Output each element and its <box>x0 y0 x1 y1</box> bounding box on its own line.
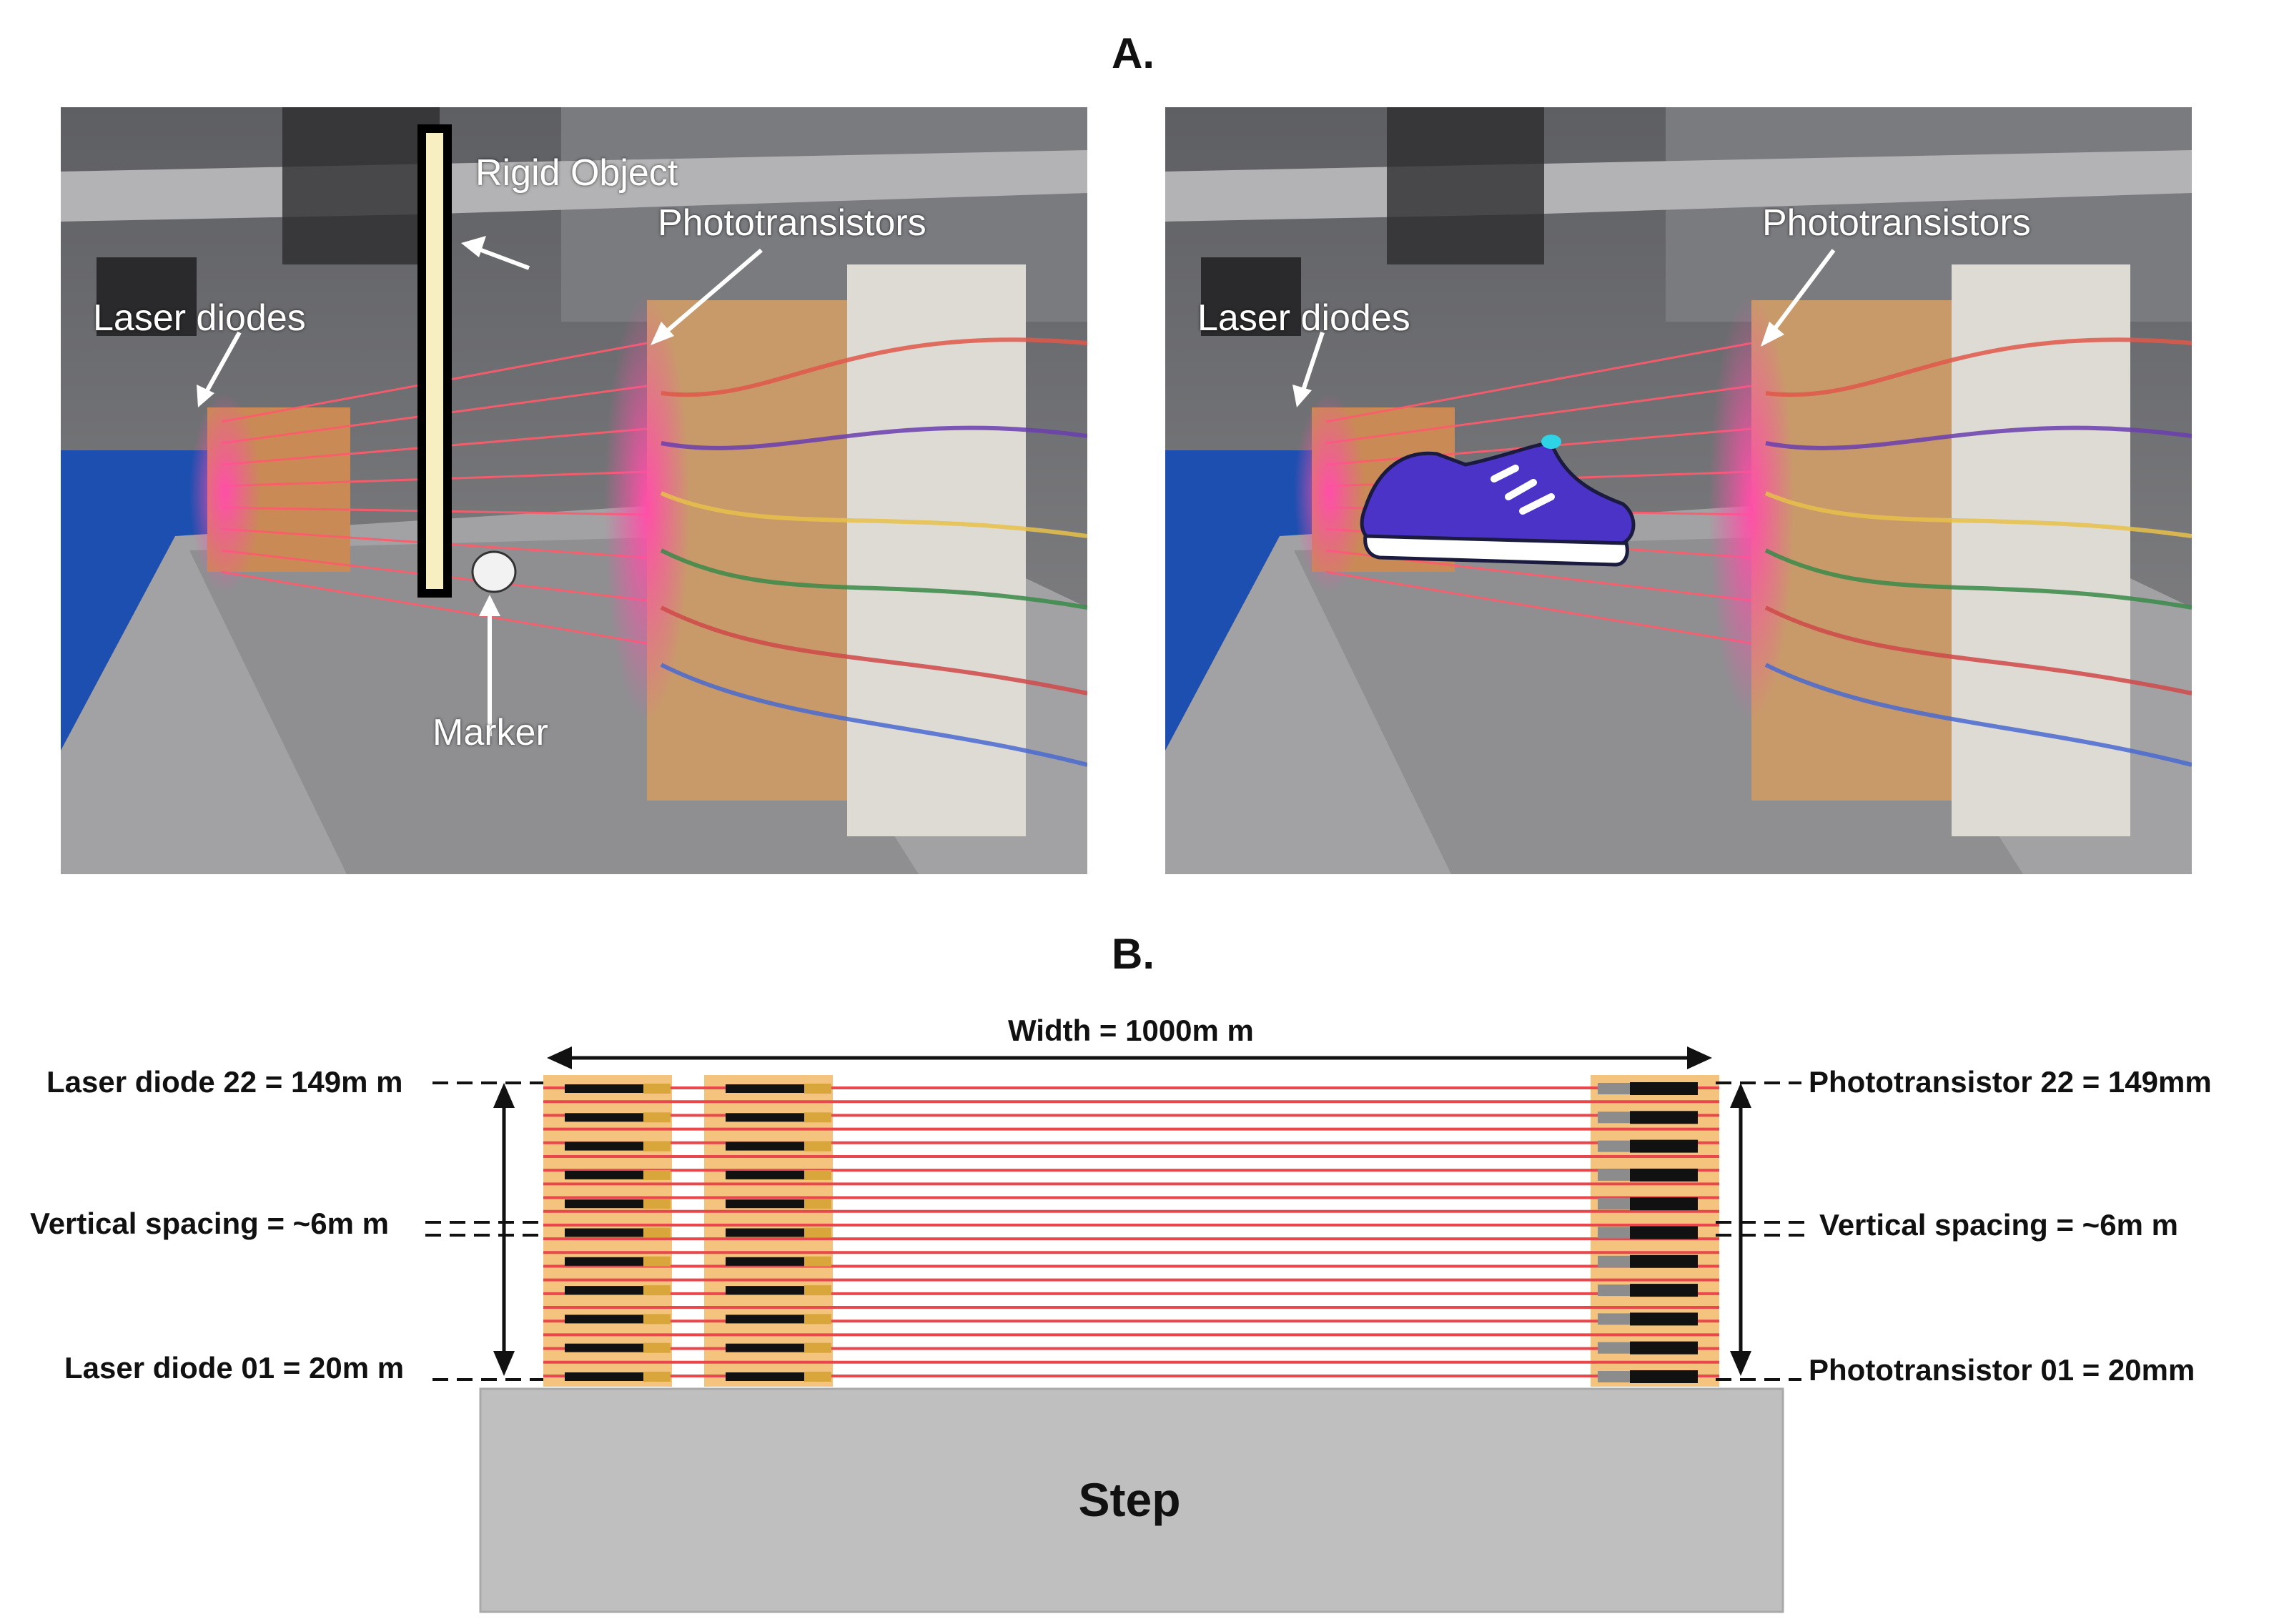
marker-shape <box>471 550 517 593</box>
phototransistors-label: Phototransistors <box>658 202 926 244</box>
phototransistor-housing <box>1598 1140 1630 1152</box>
phototransistor-housing <box>1598 1313 1630 1325</box>
phototransistor <box>1630 1284 1698 1297</box>
phototransistor-housing <box>1598 1342 1630 1354</box>
phototransistor-housing <box>1598 1169 1630 1181</box>
laser-diode-tip <box>643 1372 671 1382</box>
laser-diode <box>565 1343 643 1352</box>
laser-diode <box>565 1286 643 1295</box>
left-height-arrow <box>493 1083 515 1376</box>
laser-diode <box>565 1142 643 1151</box>
laser-diode <box>726 1257 804 1266</box>
laser-diode-tip <box>804 1285 831 1296</box>
left-vertical-spacing-label: Vertical spacing = ~6m m <box>30 1207 389 1240</box>
laser-diode-tip <box>804 1199 831 1209</box>
left-photo: Rigid Object Phototransistors Laser diod… <box>61 107 1087 874</box>
width-arrow <box>547 1046 1712 1069</box>
laser-diode-tip <box>643 1314 671 1325</box>
laser-diode-tip <box>804 1342 831 1353</box>
right-height-arrow <box>1730 1083 1751 1376</box>
laser-diode <box>565 1228 643 1237</box>
right-photo-scene <box>1165 107 2192 874</box>
right-photo: Phototransistors Laser diodes <box>1165 107 2192 874</box>
laser-diode-tip <box>643 1227 671 1238</box>
laser-diode-tip <box>804 1256 831 1267</box>
laser-diode-tip <box>804 1169 831 1180</box>
phototransistor <box>1630 1370 1698 1383</box>
phototransistors-label-right: Phototransistors <box>1762 202 2031 244</box>
phototransistor <box>1630 1168 1698 1182</box>
laser-diode <box>726 1314 804 1324</box>
laser-diode-tip <box>643 1342 671 1353</box>
laser-diodes-label: Laser diodes <box>93 297 306 339</box>
step-block <box>479 1387 1784 1613</box>
laser-diode <box>726 1142 804 1151</box>
left-photo-scene <box>61 107 1087 874</box>
laser-diode-tip <box>643 1169 671 1180</box>
laser-diode-tip <box>643 1141 671 1152</box>
laser-diode-tip <box>643 1285 671 1296</box>
laser-diode-tip <box>804 1314 831 1325</box>
laser-diode <box>726 1286 804 1295</box>
phototransistor-housing <box>1598 1284 1630 1297</box>
shoe-icon <box>1360 435 1636 567</box>
laser-diode <box>726 1084 804 1093</box>
phototransistor-housing <box>1598 1111 1630 1124</box>
laser-diode-tip <box>804 1084 831 1094</box>
laser-diode-tip <box>804 1227 831 1238</box>
step-label: Step <box>1078 1473 1181 1526</box>
width-label: Width = 1000m m <box>1008 1014 1254 1047</box>
phototransistor <box>1630 1082 1698 1095</box>
laser-diode <box>565 1170 643 1179</box>
laser-diode-tip <box>804 1112 831 1123</box>
right-vertical-spacing-label: Vertical spacing = ~6m m <box>1819 1208 2178 1242</box>
sensor-components <box>565 1082 1698 1383</box>
rigid-object-label: Rigid Object <box>475 152 678 194</box>
phototransistor-housing <box>1598 1083 1630 1094</box>
laser-diode <box>726 1228 804 1237</box>
phototransistor <box>1630 1111 1698 1124</box>
laser-diode <box>565 1372 643 1381</box>
phototransistor <box>1630 1197 1698 1211</box>
laser-diode-tip <box>804 1372 831 1382</box>
phototransistor <box>1630 1226 1698 1239</box>
phototransistor-housing <box>1598 1198 1630 1210</box>
phototransistor-housing <box>1598 1371 1630 1382</box>
laser-diode <box>565 1113 643 1122</box>
phototransistor-01-label: Phototransistor 01 = 20mm <box>1809 1353 2195 1387</box>
laser-diode <box>726 1113 804 1122</box>
laser-diode <box>565 1314 643 1324</box>
laser-diode-tip <box>643 1084 671 1094</box>
phototransistor-housing <box>1598 1227 1630 1239</box>
leader-lines <box>425 1081 1812 1381</box>
panel-b-title: B. <box>1112 930 1155 978</box>
phototransistor <box>1630 1312 1698 1326</box>
laser-diode <box>726 1372 804 1381</box>
phototransistor-housing <box>1598 1255 1630 1267</box>
laser-diode-tip <box>804 1141 831 1152</box>
phototransistor <box>1630 1341 1698 1355</box>
laser-diode <box>726 1199 804 1209</box>
laser-diode-22-label: Laser diode 22 = 149m m <box>46 1065 403 1099</box>
sensor-layout-diagram <box>425 1046 1812 1613</box>
laser-diode <box>565 1199 643 1209</box>
laser-diode <box>565 1084 643 1093</box>
laser-diode <box>726 1170 804 1179</box>
laser-diode <box>726 1343 804 1352</box>
phototransistor <box>1630 1254 1698 1268</box>
laser-diode-tip <box>643 1256 671 1267</box>
beam-lines <box>543 1086 1719 1377</box>
laser-diodes-label-right: Laser diodes <box>1197 297 1410 339</box>
laser-diode-tip <box>643 1112 671 1123</box>
laser-diode-tip <box>643 1199 671 1209</box>
rigid-object-shape <box>417 124 452 598</box>
phototransistor <box>1630 1139 1698 1153</box>
laser-diode <box>565 1257 643 1266</box>
panel-a-title: A. <box>1112 29 1155 77</box>
marker-label: Marker <box>432 712 548 753</box>
phototransistor-22-label: Phototransistor 22 = 149mm <box>1809 1065 2212 1099</box>
laser-diode-01-label: Laser diode 01 = 20m m <box>64 1351 405 1385</box>
